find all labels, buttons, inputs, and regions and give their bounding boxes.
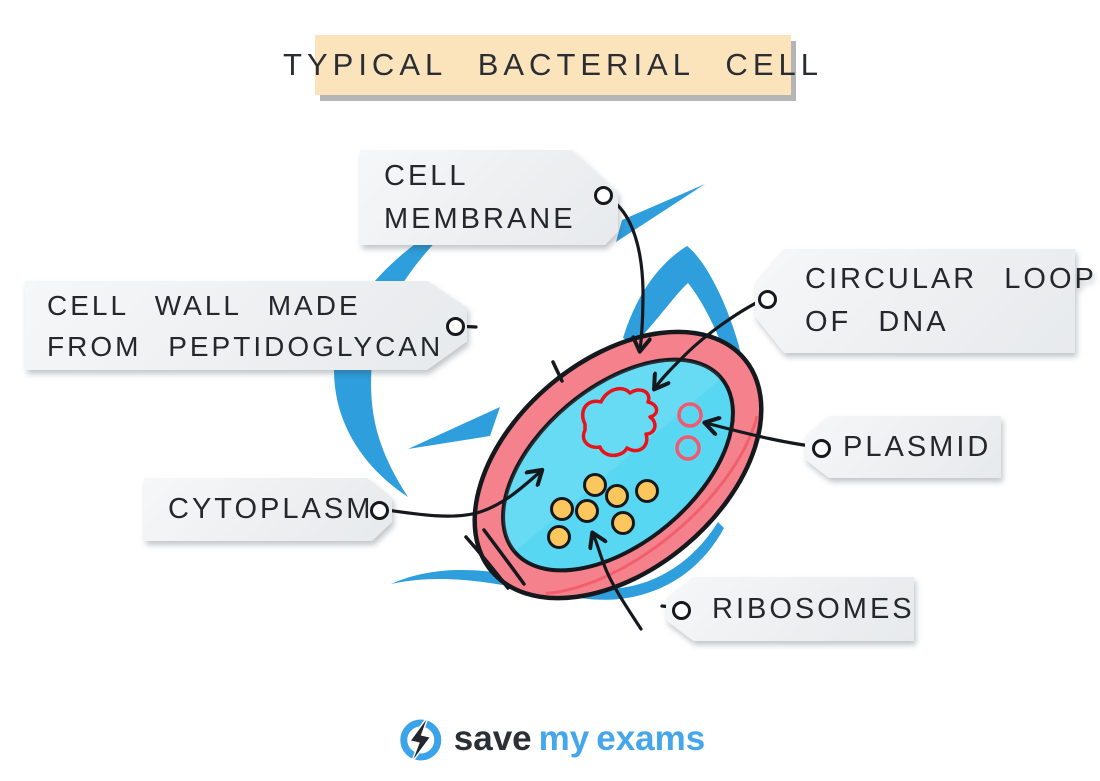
label-cytoplasm: CYTOPLASM bbox=[144, 478, 392, 541]
label-line: CIRCULAR LOOP bbox=[805, 263, 1097, 295]
tag-hole-icon bbox=[370, 501, 389, 520]
blue-swoosh-arcs bbox=[334, 184, 751, 600]
cytoplasm-arrow bbox=[378, 471, 541, 518]
tag-face bbox=[144, 478, 392, 541]
tag-face bbox=[805, 416, 1001, 478]
label-ribosomes: RIBOSOMES bbox=[666, 577, 914, 641]
tag-hole-icon bbox=[758, 290, 777, 309]
diagram-title: TYPICAL BACTERIAL CELL bbox=[283, 35, 818, 95]
tag-hole-icon bbox=[812, 439, 831, 458]
label-line: PLASMID bbox=[843, 430, 992, 463]
tag-face bbox=[360, 150, 618, 245]
lightning-bolt-icon bbox=[400, 714, 442, 765]
label-line: FROM PEPTIDOGLYCAN bbox=[47, 330, 444, 362]
cell-wall-inner-shade bbox=[545, 415, 759, 596]
label-line: CELL WALL MADE bbox=[47, 289, 361, 321]
label-line: CYTOPLASM bbox=[168, 493, 374, 525]
dna-loop-shape bbox=[580, 386, 659, 458]
logo-word-exams: exams bbox=[596, 719, 706, 758]
savemyexams-logo: save my exams bbox=[395, 712, 705, 766]
tag-hole-icon bbox=[594, 186, 613, 205]
cell-membrane-arrow bbox=[602, 194, 643, 350]
label-plasmid: PLASMID bbox=[805, 416, 1001, 478]
tag-face bbox=[666, 577, 914, 641]
plasmid-circles bbox=[675, 402, 703, 461]
tag-face bbox=[755, 249, 1075, 353]
label-line: OF DNA bbox=[805, 306, 949, 338]
cell-wall-marks bbox=[464, 360, 564, 590]
tag-face bbox=[25, 281, 467, 370]
diagram-title-text: TYPICAL BACTERIAL CELL bbox=[283, 47, 823, 82]
logo-word-save: save bbox=[453, 719, 532, 758]
label-line: RIBOSOMES bbox=[712, 592, 915, 625]
label-line: MEMBRANE bbox=[384, 202, 576, 235]
logo-word-my: my bbox=[538, 719, 590, 758]
label-circular-dna: CIRCULAR LOOP OF DNA bbox=[755, 249, 1097, 353]
label-cell-membrane: CELL MEMBRANE bbox=[360, 150, 618, 245]
dna-arrow bbox=[655, 296, 768, 388]
label-cell-wall: CELL WALL MADE FROM PEPTIDOGLYCAN bbox=[25, 281, 467, 370]
tag-hole-icon bbox=[672, 601, 691, 620]
ribosomes-arrow bbox=[593, 534, 643, 631]
label-line: CELL bbox=[384, 159, 469, 192]
tag-hole-icon bbox=[446, 317, 465, 336]
ribosome-dots bbox=[547, 473, 659, 549]
